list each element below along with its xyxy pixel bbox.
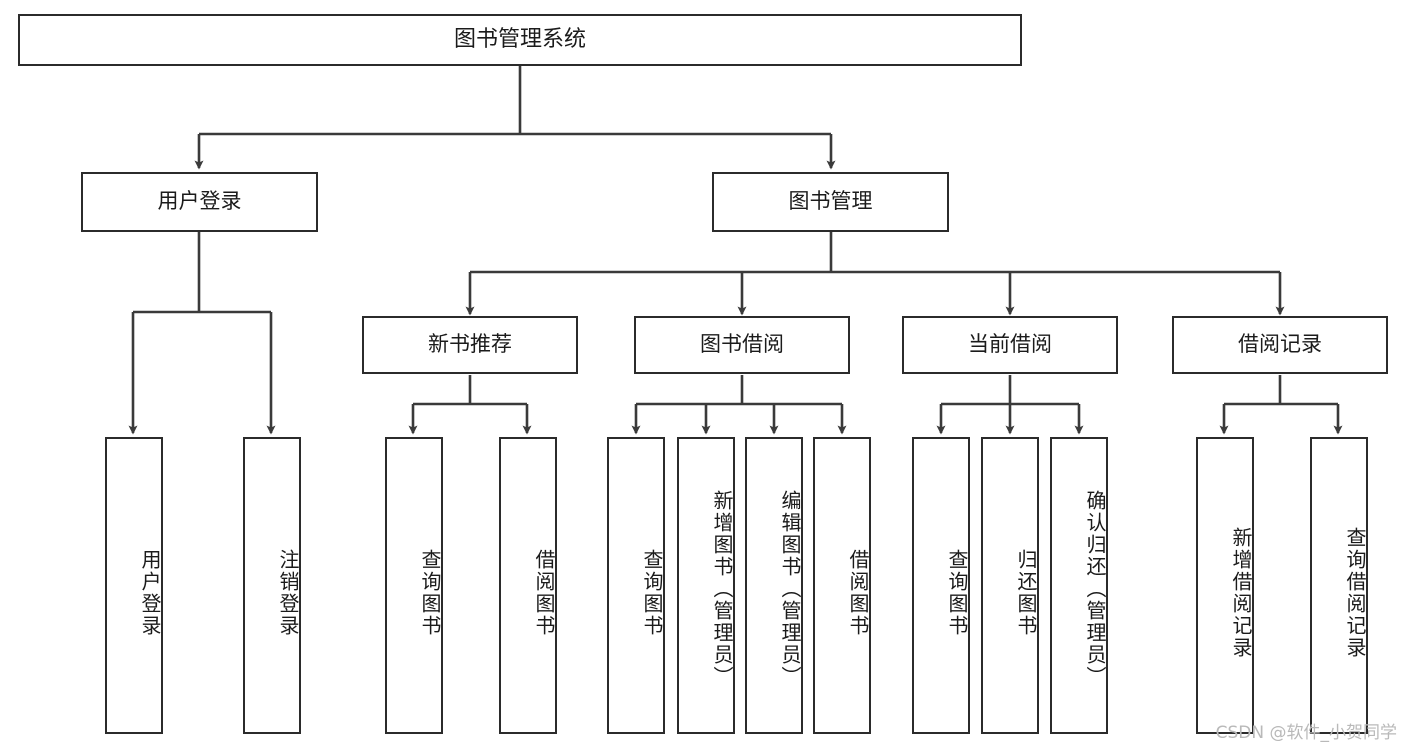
node-label: 图书管理	[788, 189, 873, 214]
node-label: 借阅图书	[532, 548, 556, 637]
node-label: 新增图书（管理员）	[710, 489, 734, 688]
node-leaf-user-login[interactable]: 用户登录	[105, 437, 163, 734]
node-label: 用户登录	[138, 548, 162, 637]
node-leaf-query-record[interactable]: 查询借阅记录	[1310, 437, 1368, 734]
node-current-borrow[interactable]: 当前借阅	[902, 316, 1118, 374]
node-label: 当前借阅	[968, 332, 1052, 357]
node-label: 查询借阅记录	[1343, 526, 1367, 659]
node-leaf-query-book-1[interactable]: 查询图书	[385, 437, 443, 734]
node-label: 注销登录	[276, 548, 300, 637]
node-label: 用户登录	[157, 189, 242, 214]
node-label: 借阅图书	[846, 548, 870, 637]
node-leaf-edit-book[interactable]: 编辑图书（管理员）	[745, 437, 803, 734]
node-leaf-logout-login[interactable]: 注销登录	[243, 437, 301, 734]
node-leaf-borrow-book-1[interactable]: 借阅图书	[499, 437, 557, 734]
node-label: 新书推荐	[428, 332, 512, 357]
node-label: 新增借阅记录	[1229, 526, 1253, 659]
node-leaf-confirm-return[interactable]: 确认归还（管理员）	[1050, 437, 1108, 734]
node-new-book-recommend[interactable]: 新书推荐	[362, 316, 578, 374]
node-leaf-query-book-2[interactable]: 查询图书	[607, 437, 665, 734]
node-leaf-query-book-3[interactable]: 查询图书	[912, 437, 970, 734]
node-leaf-add-record[interactable]: 新增借阅记录	[1196, 437, 1254, 734]
node-label: 确认归还（管理员）	[1083, 489, 1107, 688]
node-leaf-return-book[interactable]: 归还图书	[981, 437, 1039, 734]
node-user-login[interactable]: 用户登录	[81, 172, 318, 232]
node-leaf-borrow-book-2[interactable]: 借阅图书	[813, 437, 871, 734]
watermark-text: CSDN @软件_小贺同学	[1215, 723, 1397, 743]
node-label: 图书借阅	[700, 332, 784, 357]
node-book-borrow[interactable]: 图书借阅	[634, 316, 850, 374]
node-root-book-management-system[interactable]: 图书管理系统	[18, 14, 1022, 66]
node-label: 查询图书	[945, 548, 969, 637]
node-label: 查询图书	[418, 548, 442, 637]
node-label: 编辑图书（管理员）	[778, 489, 802, 688]
node-leaf-add-book[interactable]: 新增图书（管理员）	[677, 437, 735, 734]
node-borrow-record[interactable]: 借阅记录	[1172, 316, 1388, 374]
node-label: 借阅记录	[1238, 332, 1322, 357]
node-label: 图书管理系统	[453, 26, 586, 52]
node-label: 查询图书	[640, 548, 664, 637]
node-book-management[interactable]: 图书管理	[712, 172, 949, 232]
node-label: 归还图书	[1014, 548, 1038, 637]
